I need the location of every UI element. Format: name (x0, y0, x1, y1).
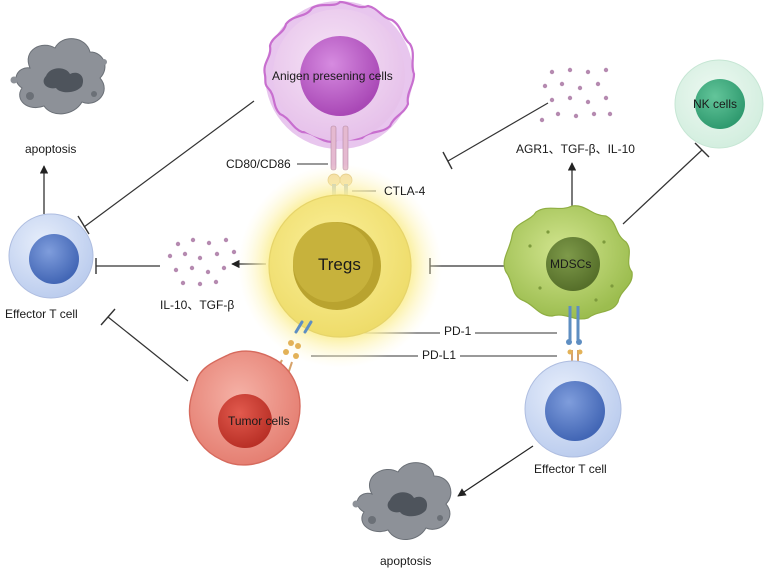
apc-to-effector-inhibition (83, 100, 255, 228)
mdscs-label: MDSCs (550, 257, 592, 271)
pd1-label: PD-1 (440, 324, 476, 338)
tumor-cells-label: Tumor cells (228, 414, 290, 428)
pd1-receptor-right (566, 306, 582, 345)
mdsc-to-nk-inhibition (622, 149, 703, 225)
pdl1-label: PD-L1 (418, 348, 461, 362)
tumor-inhibition-bar (100, 308, 116, 326)
antigen-presenting-cell (263, 0, 416, 171)
tregs-cell (238, 164, 442, 368)
nk-inhibition-bar (694, 142, 710, 158)
cd80-cd86-label: CD80/CD86 (226, 157, 291, 171)
factors-inhibition-bar (442, 151, 453, 170)
apc-label: Anigen presening cells (272, 69, 393, 83)
tumor-to-effector-inhibition (107, 316, 189, 382)
tregs-cytokine-dots (167, 237, 237, 287)
right-effector-to-apoptosis-arrow (457, 445, 534, 497)
ctla4-label: CTLA-4 (384, 184, 426, 198)
nk-cell (674, 59, 764, 149)
nk-cells-label: NK cells (693, 97, 738, 111)
tregs-label: Tregs (318, 255, 361, 274)
mdsc-factors-label: AGR1、TGF-β、IL-10 (516, 142, 635, 156)
mdsc-factor-dots (539, 67, 613, 123)
mdsc-cell (503, 205, 633, 320)
apoptosis-bottom-label: apoptosis (380, 554, 432, 568)
apoptotic-cell-bottom (352, 462, 452, 540)
effector-t-cell-right (524, 360, 622, 458)
tumor-cell (188, 350, 301, 466)
effector-t-cell-left (8, 213, 94, 299)
apoptosis-top-label: apoptosis (25, 142, 77, 156)
apoptotic-cell-top (10, 38, 107, 115)
factors-inhibition-line (447, 102, 549, 162)
effector-left-label: Effector T cell (5, 307, 78, 321)
apc-inhibition-bar (77, 215, 90, 235)
effector-right-label: Effector T cell (534, 462, 607, 476)
tregs-cytokines-label: IL-10、TGF-β (160, 298, 235, 312)
pd1-receptor-tregs (294, 320, 313, 334)
